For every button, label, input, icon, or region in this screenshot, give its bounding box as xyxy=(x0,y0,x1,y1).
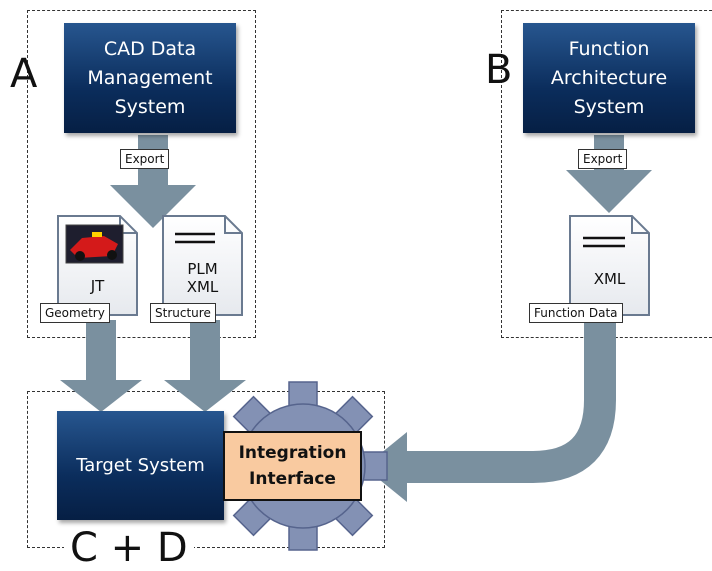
function-architecture-system: Function Architecture System xyxy=(523,23,695,133)
export-label-b: Export xyxy=(578,149,628,169)
xml-doc-text: XML xyxy=(593,270,626,288)
section-b-letter: B xyxy=(485,47,513,93)
cad-system-label: CAD Data Management System xyxy=(87,37,213,118)
target-system: Target System xyxy=(57,411,224,520)
target-system-label: Target System xyxy=(76,455,205,476)
function-data-arrow xyxy=(405,318,616,483)
group-a-frame xyxy=(27,10,256,338)
structure-label: Structure xyxy=(150,303,216,323)
geometry-label: Geometry xyxy=(40,303,110,323)
jt-doc-text: JT xyxy=(90,277,105,295)
function-system-label: Function Architecture System xyxy=(550,37,668,118)
jt-document-icon xyxy=(57,215,138,316)
plm-xml-doc-text: PLM XML xyxy=(186,260,219,296)
export-arrow-b xyxy=(566,135,652,213)
plm-xml-document-icon xyxy=(162,215,243,316)
structure-arrow xyxy=(164,320,246,412)
export-label-a: Export xyxy=(120,149,170,169)
xml-document-icon xyxy=(569,215,650,316)
section-cd-letter: C + D xyxy=(64,528,194,568)
integration-interface: Integration Interface xyxy=(223,431,362,501)
section-a-letter: A xyxy=(10,51,38,97)
export-arrow-a xyxy=(110,135,196,228)
geometry-arrow xyxy=(60,320,142,412)
function-data-label: Function Data xyxy=(529,303,623,323)
cad-data-management-system: CAD Data Management System xyxy=(64,23,236,133)
